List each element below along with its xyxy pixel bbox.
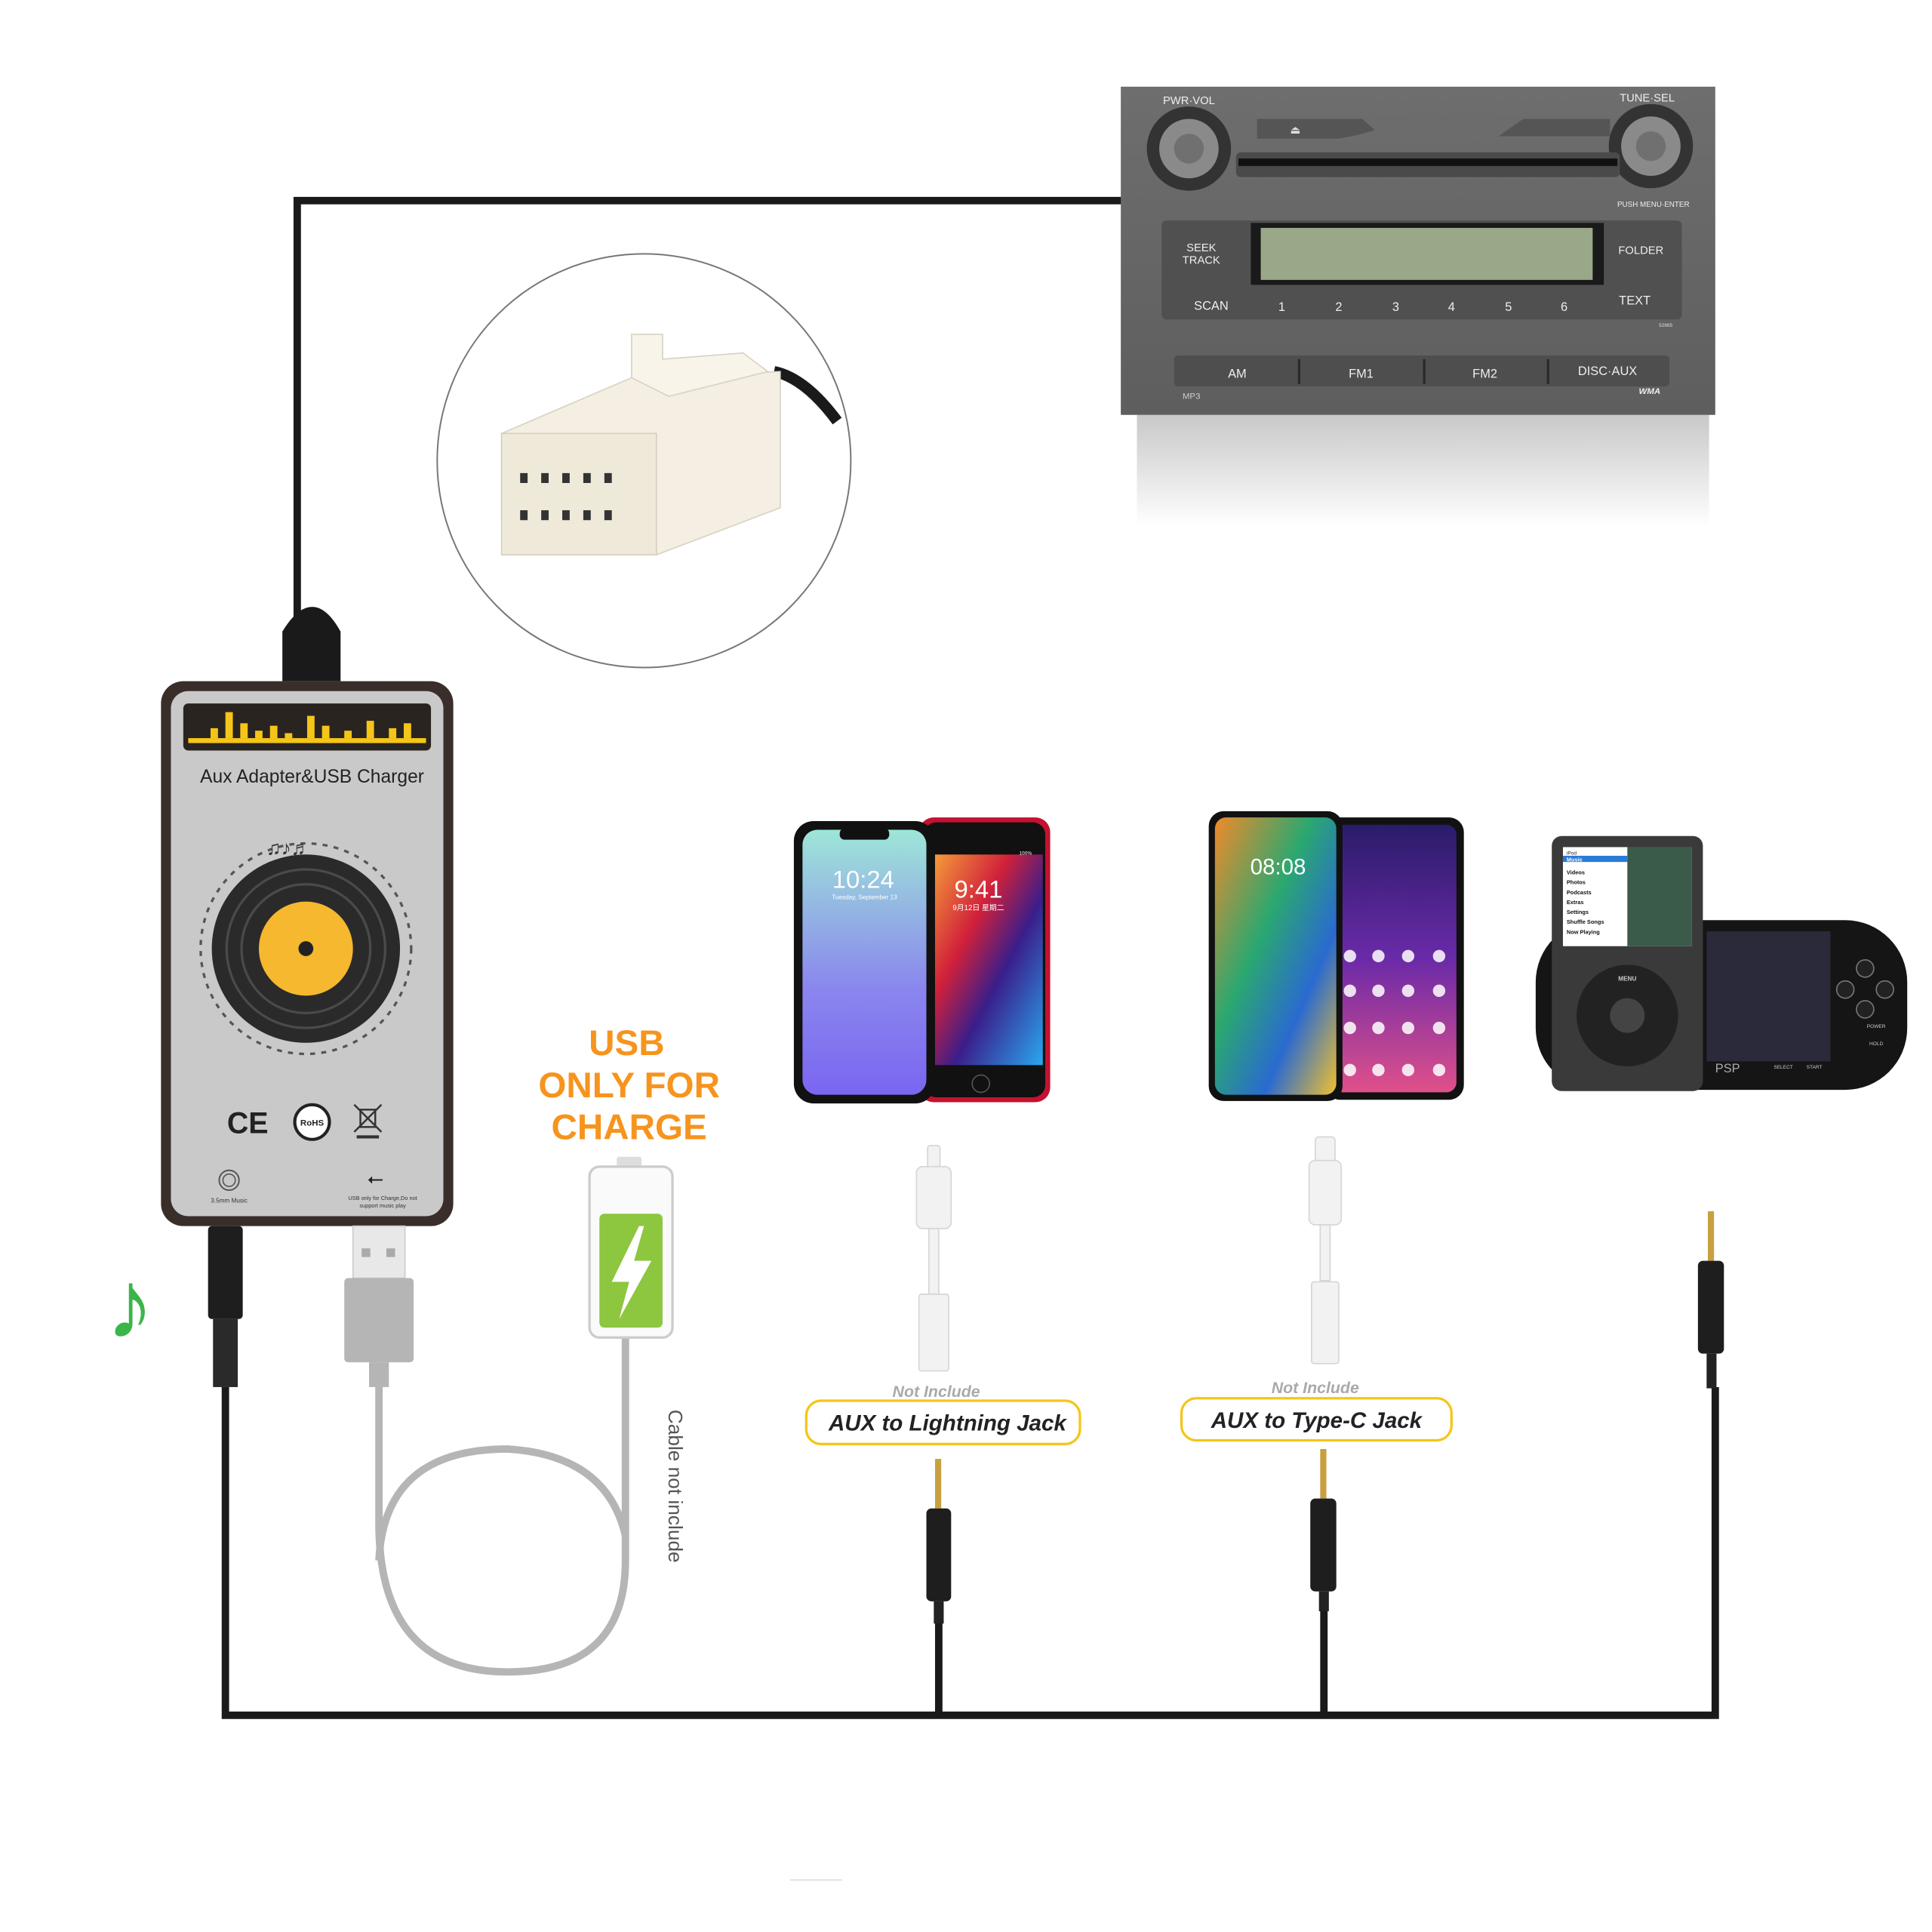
preset-2[interactable]: 2: [1335, 300, 1342, 314]
aux-jack-icon: [218, 1169, 240, 1192]
iphone-8-red: 9:41 9月12日 星期二 100%: [918, 817, 1051, 1103]
lightning-label-box: [804, 1399, 1081, 1446]
aux-jack-plug: [1310, 1449, 1337, 1611]
psp-start-label: START: [1807, 1065, 1823, 1070]
mp3-logo: MP3: [1183, 392, 1201, 401]
iphone8-date: 9月12日 星期二: [952, 903, 1004, 912]
track-label[interactable]: TRACK: [1183, 255, 1220, 267]
fm1-button[interactable]: FM1: [1349, 368, 1374, 381]
rohs-label: RoHS: [300, 1119, 325, 1128]
type-c-label: AUX to Type-C Jack: [1211, 1408, 1423, 1433]
preset-1[interactable]: 1: [1278, 300, 1285, 314]
ce-mark: CE: [227, 1107, 269, 1140]
aux-jack-plug: [1697, 1211, 1724, 1389]
equalizer-bars: [188, 712, 426, 743]
radio-display: [1260, 227, 1593, 280]
psp-logo: PSP: [1715, 1062, 1740, 1075]
radio-model: 52865: [1659, 323, 1673, 328]
vinyl-record-graphic: ♫♪♬: [199, 836, 413, 1056]
usb-cable: [344, 1225, 629, 1676]
strain-relief: [282, 607, 341, 681]
weee-bin-icon: [353, 1103, 383, 1139]
psp-select-label: SELECT: [1774, 1065, 1792, 1070]
ipod-menu-item: Videos: [1567, 869, 1585, 876]
eject-icon: ⏏: [1291, 125, 1301, 137]
scan-button[interactable]: SCAN: [1194, 299, 1229, 312]
psp-power-label: POWER: [1867, 1024, 1886, 1029]
aux-adapter-box: Aux Adapter&USB Charger ♫♪♬ CE RoHS 3.5m…: [161, 607, 454, 1226]
huawei-time: 08:08: [1251, 855, 1306, 880]
wma-logo: WMA: [1639, 387, 1661, 396]
connector-callout: [436, 253, 852, 669]
eject-button[interactable]: [1257, 118, 1375, 139]
fm2-button[interactable]: FM2: [1472, 368, 1497, 381]
xiaomi-phone: [1324, 817, 1464, 1100]
preset-6[interactable]: 6: [1561, 300, 1567, 314]
usb-label-line2: support music play: [359, 1202, 406, 1209]
radio-reflection: [1137, 414, 1709, 527]
ipod-menu-item: Podcasts: [1567, 889, 1592, 896]
home-button: [971, 1074, 990, 1094]
ipod-menu-item: Shuffle Songs: [1567, 918, 1604, 925]
ipod-header: iPod: [1567, 851, 1577, 856]
aux-plug: [208, 1226, 243, 1387]
ipod-menu-item: Now Playing: [1567, 928, 1600, 935]
ipod-classic: iPod Music Videos Photos Podcasts Extras…: [1552, 835, 1703, 1091]
preset-5[interactable]: 5: [1505, 300, 1512, 314]
preset-4[interactable]: 4: [1448, 300, 1455, 314]
tune-sel-label: TUNE·SEL: [1620, 93, 1675, 105]
main-cable: [221, 196, 1719, 1719]
am-button[interactable]: AM: [1228, 368, 1247, 381]
jack-label: 3.5mm Music: [211, 1197, 248, 1204]
car-radio: PWR·VOL TUNE·SEL PUSH MENU·ENTER ⏏ SEEK …: [1121, 86, 1715, 527]
type-c-adapter: [1308, 1136, 1343, 1364]
usb-note-line3: CHARGE: [552, 1108, 707, 1148]
seek-label[interactable]: SEEK: [1186, 242, 1217, 254]
huawei-phone: 08:08: [1208, 811, 1343, 1101]
text-button[interactable]: TEXT: [1619, 294, 1651, 308]
radio-right-button[interactable]: [1498, 118, 1611, 137]
iphonex-date: Tuesday, September 13: [832, 894, 897, 900]
adapter-title: Aux Adapter&USB Charger: [200, 767, 424, 787]
lightning-adapter: [915, 1145, 952, 1372]
not-include-label: Not Include: [1272, 1379, 1359, 1397]
aux-jack-plug: [926, 1459, 952, 1624]
usb-label-line1: USB only for Charge,Do not: [348, 1195, 417, 1201]
type-c-label-box: [1180, 1397, 1453, 1442]
wheel-menu-label: MENU: [1618, 976, 1636, 983]
usb-note-line2: ONLY FOR: [538, 1066, 720, 1106]
usb-note-line1: USB: [589, 1023, 664, 1063]
usb-symbol-icon: ⭠: [368, 1167, 383, 1189]
psp-hold-label: HOLD: [1869, 1041, 1883, 1047]
iphone8-time: 9:41: [954, 875, 1002, 903]
green-music-note-icon: ♪: [106, 1251, 154, 1358]
iphone8-battery: 100%: [1019, 851, 1032, 856]
pwr-vol-label: PWR·VOL: [1163, 95, 1215, 107]
usb-charge-note: USB ONLY FOR CHARGE: [538, 1023, 720, 1148]
lightning-label: AUX to Lightning Jack: [828, 1411, 1067, 1435]
disc-aux-button[interactable]: DISC·AUX: [1578, 365, 1637, 378]
ipod-menu-item: Settings: [1567, 909, 1589, 915]
not-include-label: Not Include: [893, 1383, 980, 1401]
battery-charging-icon: [588, 1156, 674, 1339]
iphonex-time: 10:24: [832, 866, 894, 894]
rohs-icon: [293, 1103, 331, 1141]
preset-3[interactable]: 3: [1392, 300, 1399, 314]
folder-label[interactable]: FOLDER: [1618, 245, 1663, 257]
ipod-menu-item: Music: [1567, 856, 1583, 863]
ipod-menu-item: Photos: [1567, 879, 1586, 886]
white-plug-connector: [500, 334, 781, 556]
ipod-menu-item: Extras: [1567, 899, 1584, 906]
iphone-x: 10:24 Tuesday, September 13: [793, 821, 935, 1104]
push-menu-label: PUSH MENU·ENTER: [1617, 201, 1690, 209]
music-note-icon: ♫♪♬: [266, 836, 311, 859]
cable-not-include-label: Cable not include: [664, 1410, 687, 1563]
